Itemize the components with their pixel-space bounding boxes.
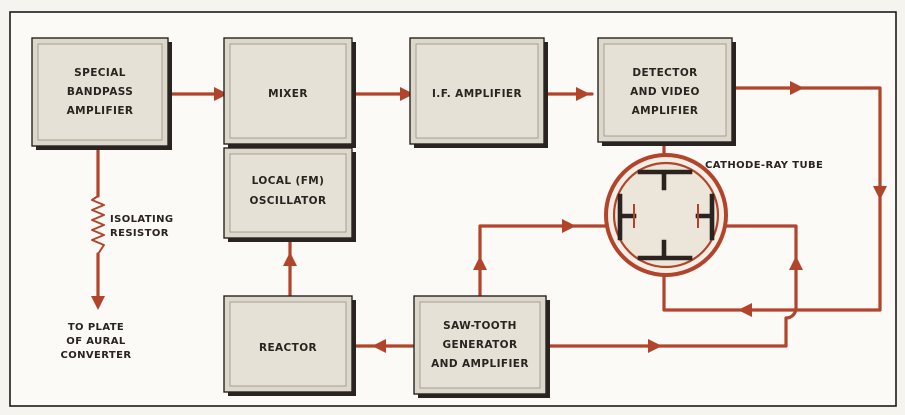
arrow-into-if xyxy=(400,87,414,101)
mixer-block: MIXER xyxy=(223,37,356,148)
sawtooth-label-1: SAW-TOOTH xyxy=(443,320,517,332)
arrow-left-bottom xyxy=(738,303,752,317)
arrow-to-aural-converter xyxy=(91,296,105,310)
if-amplifier-label: I.F. AMPLIFIER xyxy=(432,88,522,100)
detector-label-2: AND VIDEO xyxy=(630,86,700,98)
bandpass-label-2: BANDPASS xyxy=(67,86,133,98)
if-amplifier-block: I.F. AMPLIFIER xyxy=(409,37,548,148)
arrow-into-mixer xyxy=(214,87,228,101)
oscillator-label-1: LOCAL (FM) xyxy=(252,175,325,187)
sawtooth-label-3: AND AMPLIFIER xyxy=(431,358,529,370)
isolating-label-1: ISOLATING xyxy=(110,214,173,225)
arrow-detector-out xyxy=(790,81,804,95)
arrow-into-oscillator xyxy=(283,252,297,266)
sawtooth-generator-block: SAW-TOOTH GENERATOR AND AMPLIFIER xyxy=(413,295,550,398)
arrow-into-reactor xyxy=(372,339,386,353)
reactor-label: REACTOR xyxy=(259,342,317,354)
wire-detector-to-crt-plate xyxy=(662,86,882,312)
mixer-label: MIXER xyxy=(268,88,308,100)
wire-sawtooth-out xyxy=(544,224,798,348)
oscillator-label-2: OSCILLATOR xyxy=(250,195,327,207)
arrow-up-left-plate xyxy=(473,256,487,270)
aural-label-2: OF AURAL xyxy=(66,336,126,347)
cathode-ray-tube xyxy=(604,153,728,277)
bandpass-label-3: AMPLIFIER xyxy=(67,105,134,117)
arrow-up-right-plate xyxy=(789,256,803,270)
bandpass-label-1: SPECIAL xyxy=(74,67,126,79)
arrow-into-detector xyxy=(576,87,590,101)
isolating-label-2: RESISTOR xyxy=(110,228,169,239)
reactor-block: REACTOR xyxy=(223,295,356,396)
special-bandpass-amplifier-block: SPECIAL BANDPASS AMPLIFIER xyxy=(31,37,172,150)
crt-label: CATHODE-RAY TUBE xyxy=(705,160,823,171)
detector-label-3: AMPLIFIER xyxy=(632,105,699,117)
arrow-sawtooth-right xyxy=(648,339,662,353)
arrow-down-right-side xyxy=(873,186,887,200)
detector-video-amplifier-block: DETECTOR AND VIDEO AMPLIFIER xyxy=(597,37,736,146)
local-fm-oscillator-block: LOCAL (FM) OSCILLATOR xyxy=(223,147,356,242)
isolating-resistor-symbol xyxy=(91,195,105,255)
aural-label-1: TO PLATE xyxy=(68,322,124,333)
arrow-into-left-plate xyxy=(562,219,576,233)
aural-label-3: CONVERTER xyxy=(61,350,132,361)
detector-label-1: DETECTOR xyxy=(632,67,697,79)
sawtooth-label-2: GENERATOR xyxy=(443,339,518,351)
